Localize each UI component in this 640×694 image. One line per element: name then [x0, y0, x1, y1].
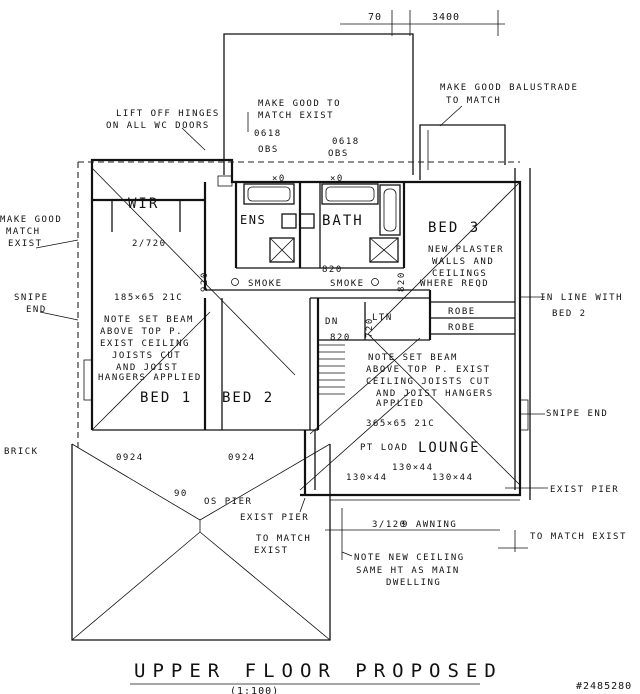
- note-beam-left-5: AND JOIST: [116, 363, 178, 373]
- room-lounge: LOUNGE: [418, 440, 481, 456]
- note-snipe-end-right: SNIPE END: [546, 409, 608, 419]
- note-plaster-2: WALLS AND: [432, 257, 494, 267]
- note-new-ceiling-1: NOTE NEW CEILING: [354, 553, 465, 563]
- beam-right-size: 365×65 21C: [366, 419, 435, 429]
- dimension-labels: 2/720 820 820 920 820 720 DN 0924 0924 9…: [116, 129, 474, 530]
- dim-0924-a: 0924: [116, 453, 144, 463]
- room-bath: BATH: [322, 213, 364, 229]
- dim-3120: 3/120: [372, 520, 407, 530]
- note-new-ceiling-3: DWELLING: [386, 578, 441, 588]
- note-beam-right-5: APPLIED: [376, 399, 424, 409]
- dim-720: 720: [365, 317, 375, 338]
- drawing-scale: (1:100): [230, 686, 279, 694]
- obs-number-2: 0618: [332, 137, 360, 147]
- room-bed1: BED 1: [140, 390, 192, 406]
- existing-lower-roof: [71, 443, 528, 641]
- interior-walls: [92, 182, 515, 495]
- note-plaster-4: WHERE REQD: [420, 279, 489, 289]
- smoke-detector-2: SMOKE: [330, 279, 365, 289]
- obs-label-1: OBS: [258, 145, 279, 155]
- room-bed2: BED 2: [222, 390, 274, 406]
- dim-820-vert: 820: [397, 271, 407, 292]
- top-dimension-line: 70 3400: [340, 10, 505, 36]
- note-plaster-3: CEILINGS: [432, 269, 487, 279]
- note-awning: 9 AWNING: [402, 520, 457, 530]
- note-snipe-1: SNIPE: [14, 293, 49, 303]
- note-make-good-3: EXIST: [8, 239, 43, 249]
- dim-920: 920: [200, 271, 210, 292]
- annotation-notes: MAKE GOOD MATCH EXIST LIFT OFF HINGES ON…: [0, 83, 627, 588]
- dim-3400: 3400: [432, 12, 460, 23]
- dim-820b: 820: [330, 333, 351, 343]
- beam-130x44-a: 130×44: [392, 463, 434, 473]
- obs-label-2: OBS: [328, 149, 349, 159]
- note-beam-right-1: NOTE SET BEAM: [368, 353, 458, 363]
- beam-130x44-b: 130×44: [346, 473, 388, 483]
- note-make-good-2: MATCH: [6, 227, 41, 237]
- note-os-pier: OS PIER: [204, 497, 252, 507]
- note-lift-hinges-1: LIFT OFF HINGES: [116, 109, 220, 119]
- note-to-match-exist: TO MATCH EXIST: [530, 532, 627, 542]
- dim-820: 820: [322, 265, 343, 275]
- note-lift-hinges-2: ON ALL WC DOORS: [106, 121, 210, 131]
- note-to-match-left-2: EXIST: [254, 546, 289, 556]
- room-wir: WIR: [128, 196, 159, 212]
- note-balustrade-1: MAKE GOOD BALUSTRADE: [440, 83, 578, 93]
- note-balustrade-2: TO MATCH: [446, 96, 501, 106]
- note-beam-right-2: ABOVE TOP P. EXIST: [366, 365, 491, 375]
- note-make-good-1: MAKE GOOD: [0, 215, 62, 225]
- upper-existing-outline: [223, 33, 506, 180]
- note-snipe-2: END: [26, 305, 47, 315]
- note-plaster-1: NEW PLASTER: [428, 245, 504, 255]
- note-beam-right-3: CEILING JOISTS CUT: [366, 377, 491, 387]
- note-to-match-left-1: TO MATCH: [256, 534, 311, 544]
- note-beam-left-6: HANGERS APPLIED: [98, 373, 202, 383]
- beam-left-size: 185×65 21C: [114, 293, 183, 303]
- note-make-good-to-1: MAKE GOOD TO: [258, 99, 341, 109]
- dim-90: 90: [174, 489, 188, 499]
- room-robe-1: ROBE: [448, 307, 476, 317]
- note-beam-left-2: ABOVE TOP P.: [100, 327, 183, 337]
- leader-lines: [35, 105, 548, 557]
- room-ltn: LTN: [372, 313, 393, 323]
- note-brick: BRICK: [4, 447, 39, 457]
- room-bed3: BED 3: [428, 220, 480, 236]
- stamp-number: #2485280: [576, 681, 632, 692]
- note-in-line-2: BED 2: [552, 309, 587, 319]
- note-make-good-to-2: MATCH EXIST: [258, 111, 334, 121]
- beam-130x44-c: 130×44: [432, 473, 474, 483]
- stair-dn: DN: [325, 317, 339, 327]
- note-new-ceiling-2: SAME HT AS MAIN: [356, 566, 460, 576]
- note-in-line-1: IN LINE WITH: [540, 293, 623, 303]
- drawing-title: UPPER FLOOR PROPOSED: [134, 660, 503, 682]
- fixtures: [83, 175, 529, 431]
- room-labels: WIR ENS BATH BED 3 BED 1 BED 2 LOUNGE LT…: [128, 196, 481, 456]
- window-x0-a: ×0: [272, 174, 286, 184]
- note-beam-left-3: EXIST CEILING: [100, 339, 190, 349]
- note-beam-left-1: NOTE SET BEAM: [104, 315, 194, 325]
- room-robe-2: ROBE: [448, 323, 476, 333]
- smoke-detector-1: SMOKE: [248, 279, 283, 289]
- dim-70: 70: [368, 12, 382, 23]
- dim-2720: 2/720: [132, 239, 167, 249]
- room-ens: ENS: [240, 213, 266, 227]
- roof-hip-lines: [91, 167, 521, 491]
- obs-number-1: 0618: [254, 129, 282, 139]
- title-block: UPPER FLOOR PROPOSED (1:100) #2485280: [130, 660, 632, 694]
- note-beam-left-4: JOISTS CUT: [112, 351, 181, 361]
- dim-0924-b: 0924: [228, 453, 256, 463]
- note-pt-load: PT LOAD: [360, 443, 408, 453]
- note-exist-pier-right: EXIST PIER: [550, 485, 619, 495]
- note-beam-right-4: AND JOIST HANGERS: [376, 389, 494, 399]
- window-x0-b: ×0: [330, 174, 344, 184]
- note-exist-pier: EXIST PIER: [240, 513, 309, 523]
